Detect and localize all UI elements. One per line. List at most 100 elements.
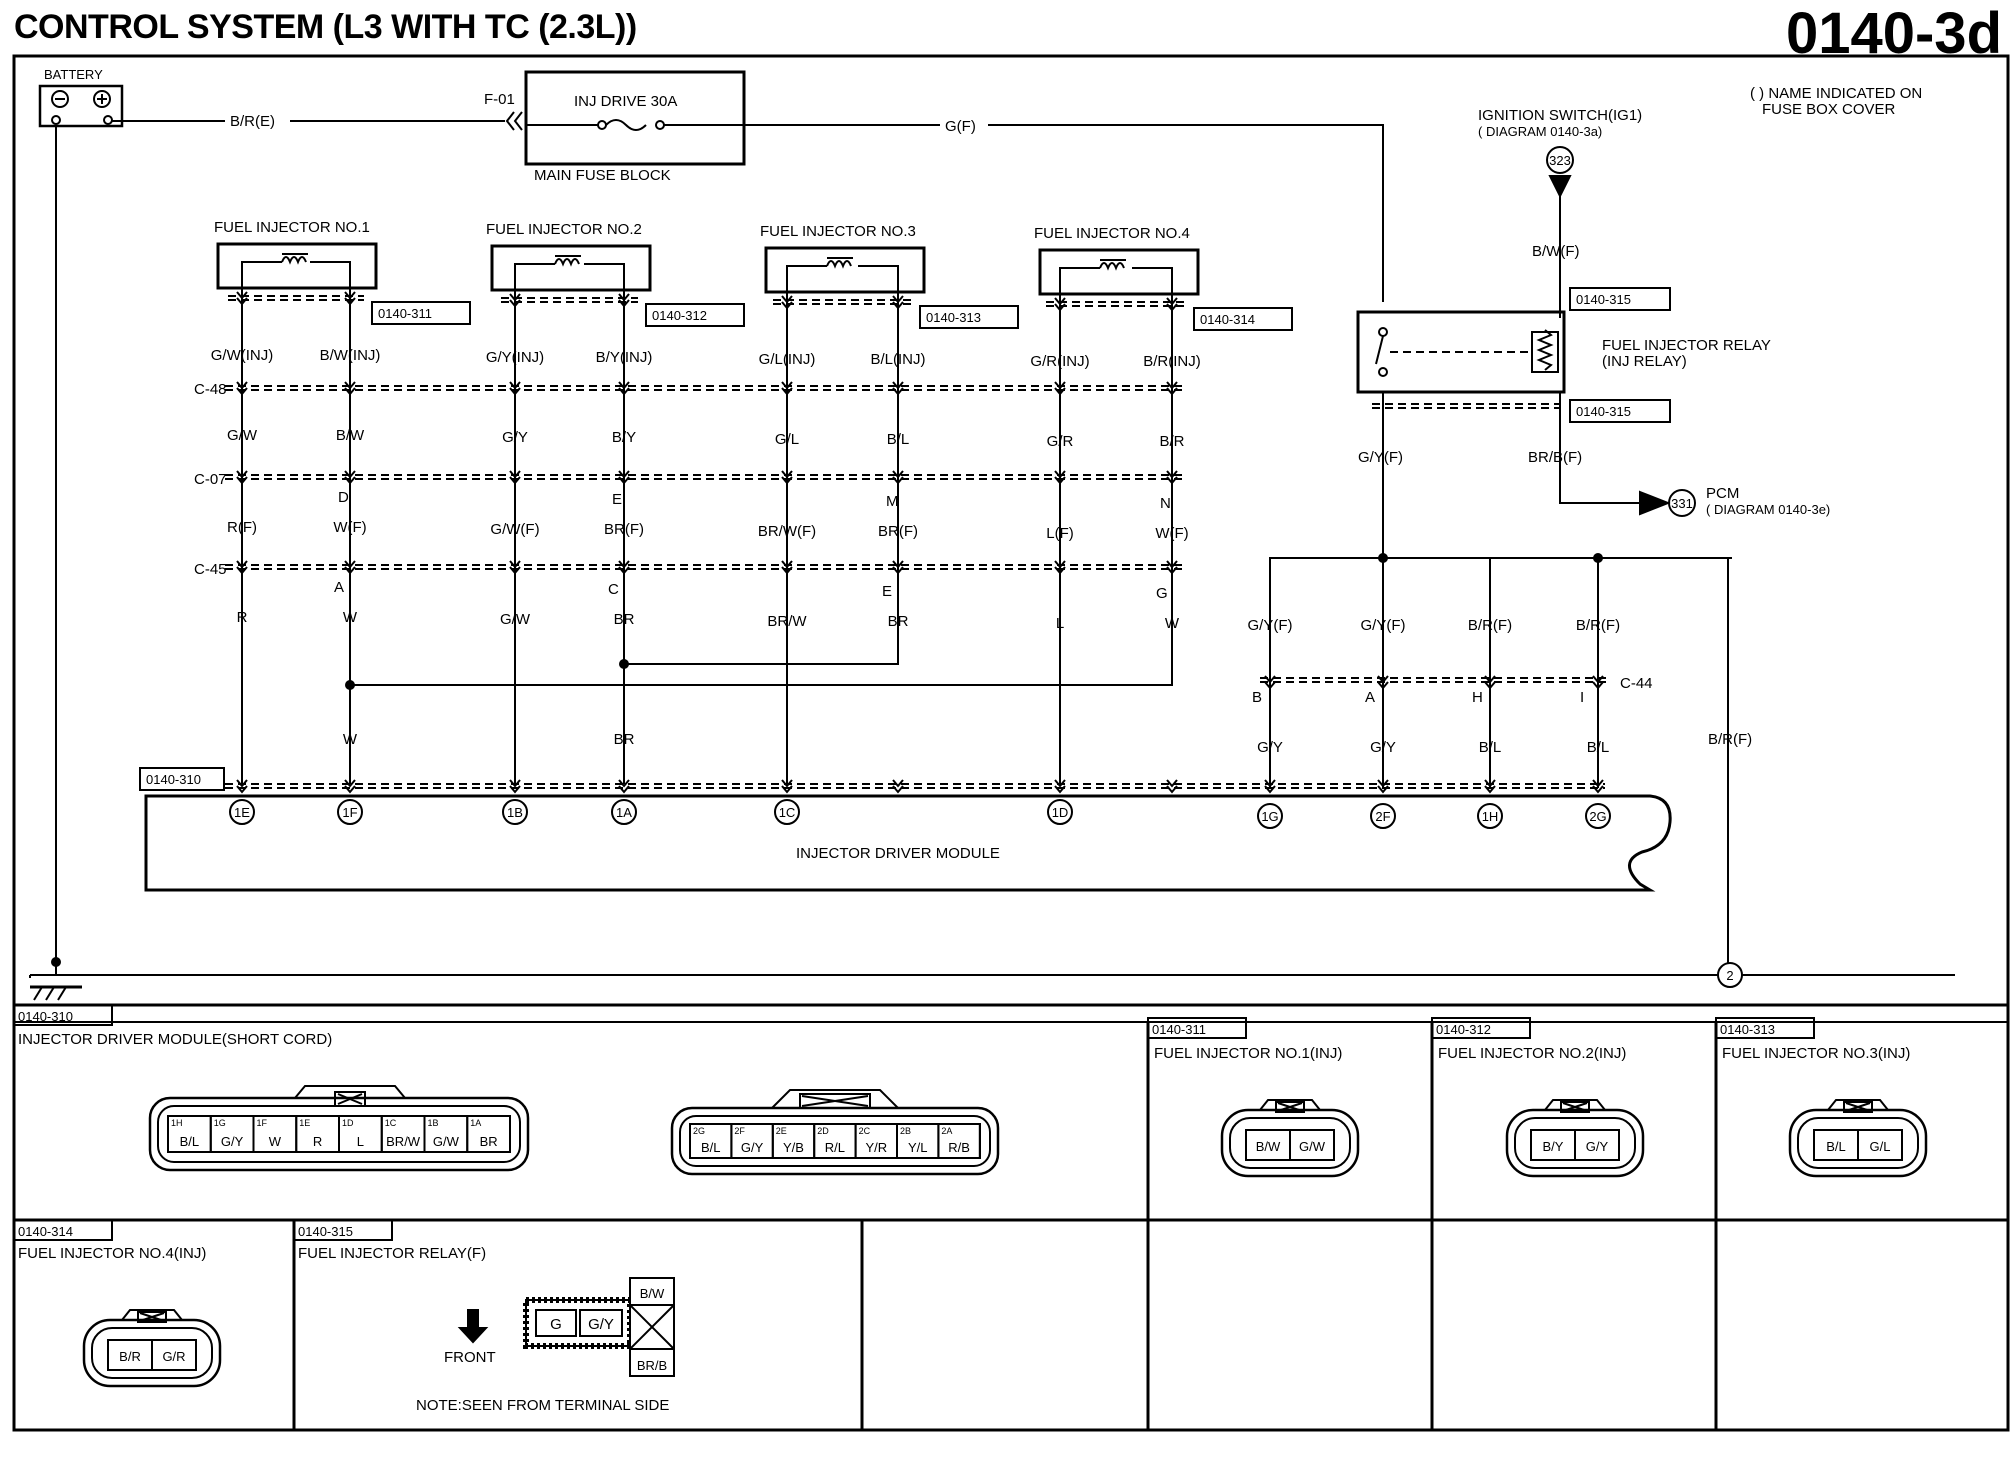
conn-c48-label: C-48 bbox=[194, 381, 227, 398]
conn-0140-315-top bbox=[1569, 287, 1671, 311]
pin-label: I bbox=[1580, 689, 1584, 706]
inj-conn-tag bbox=[371, 301, 471, 325]
v315-code: 0140-315 bbox=[298, 1224, 353, 1239]
wire-label: G/Y(F) bbox=[1248, 617, 1293, 634]
pcm-name: PCM bbox=[1706, 485, 1739, 502]
fuse-block-label: MAIN FUSE BLOCK bbox=[534, 167, 671, 184]
pin-label: D bbox=[338, 489, 349, 506]
wire-label: B/L bbox=[1479, 739, 1502, 756]
wire-label: BR bbox=[888, 613, 909, 630]
fuse-box bbox=[524, 70, 746, 166]
injector-driver-module bbox=[144, 794, 1672, 892]
wire-label: G/Y bbox=[1257, 739, 1283, 756]
injector-conn-code: 0140-311 bbox=[378, 306, 432, 321]
relay-out-right: BR/B(F) bbox=[1528, 449, 1582, 466]
pin-wire: G/R bbox=[162, 1349, 185, 1364]
pin-number: 1E bbox=[299, 1118, 310, 1128]
v315-pin-g: G bbox=[550, 1316, 562, 1333]
battery-wire-label: B/R(E) bbox=[230, 113, 275, 130]
pin-wire: G/Y bbox=[741, 1140, 764, 1155]
wire-label: L bbox=[1056, 615, 1064, 632]
ignition-ref-circle bbox=[1546, 146, 1574, 174]
supply-4: B/R(F)IB/L2G bbox=[1576, 617, 1620, 829]
v311-code: 0140-311 bbox=[1152, 1022, 1206, 1037]
v311-title: FUEL INJECTOR NO.1(INJ) bbox=[1154, 1045, 1342, 1062]
pin-wire: BR bbox=[480, 1134, 498, 1149]
wire-label: B/R(INJ) bbox=[1143, 353, 1201, 370]
terminal-label: 1E bbox=[234, 805, 250, 820]
pin-wire: G/L bbox=[1870, 1139, 1891, 1154]
pin-wire: Y/R bbox=[865, 1140, 887, 1155]
terminal-label: 1D bbox=[1052, 805, 1069, 820]
wire-label: G/W(F) bbox=[490, 521, 539, 538]
injector-conn-code: 0140-314 bbox=[1200, 312, 1255, 327]
wire-label: BR bbox=[614, 731, 635, 748]
terminal-label: 1C bbox=[779, 805, 796, 820]
pin-number: 1B bbox=[428, 1118, 439, 1128]
wire-label: B/W(INJ) bbox=[320, 347, 381, 364]
terminal-circle bbox=[337, 799, 363, 825]
fuse-id: F-01 bbox=[484, 91, 515, 108]
pin-number: 1C bbox=[385, 1118, 397, 1128]
pin-wire: B/Y bbox=[1543, 1139, 1564, 1154]
pin-wire: B/R bbox=[119, 1349, 141, 1364]
terminal-label: 1G bbox=[1261, 809, 1278, 824]
wire-label: B/L bbox=[887, 431, 910, 448]
wire-label: G/W bbox=[227, 427, 258, 444]
pin-number: 2A bbox=[941, 1126, 952, 1136]
pin-wire: G/Y bbox=[221, 1134, 244, 1149]
injector-name: FUEL INJECTOR NO.1 bbox=[214, 219, 370, 236]
wire-label: BR(F) bbox=[604, 521, 644, 538]
injector-1: FUEL INJECTOR NO.10140-311G/W(INJ)G/WR(F… bbox=[211, 219, 471, 825]
wire-label: B/R bbox=[1159, 433, 1184, 450]
ignition-ref: ( DIAGRAM 0140-3a) bbox=[1478, 124, 1602, 139]
ignition-wire-label: B/W(F) bbox=[1532, 243, 1579, 260]
terminal-circle bbox=[1585, 803, 1611, 829]
terminal-circle bbox=[774, 799, 800, 825]
wire-label: B/Y(INJ) bbox=[596, 349, 653, 366]
v310-title: INJECTOR DRIVER MODULE(SHORT CORD) bbox=[18, 1031, 332, 1048]
v312-code: 0140-312 bbox=[1436, 1022, 1491, 1037]
wire-label: G/Y bbox=[1370, 739, 1396, 756]
v313-title: FUEL INJECTOR NO.3(INJ) bbox=[1722, 1045, 1910, 1062]
relay-connector: G G/Y B/W BR/B bbox=[523, 1277, 675, 1377]
conn-c07-label: C-07 bbox=[194, 471, 227, 488]
relay-conn-top: 0140-315 bbox=[1576, 292, 1631, 307]
wire-label: W(F) bbox=[1155, 525, 1188, 542]
v312-title: FUEL INJECTOR NO.2(INJ) bbox=[1438, 1045, 1626, 1062]
wire-label: W(F) bbox=[333, 519, 366, 536]
conn-c48-line bbox=[225, 385, 1185, 391]
pin-number: 2G bbox=[693, 1126, 705, 1136]
ground-symbol-icon bbox=[30, 985, 82, 1001]
pin-wire: B/L bbox=[180, 1134, 200, 1149]
relay-conn-bot: 0140-315 bbox=[1576, 404, 1631, 419]
injector-conn-code: 0140-312 bbox=[652, 308, 707, 323]
wire-label: G/W bbox=[500, 611, 531, 628]
wire-label: W bbox=[343, 731, 358, 748]
ignition-name: IGNITION SWITCH(IG1) bbox=[1478, 107, 1642, 124]
pin-label: H bbox=[1472, 689, 1483, 706]
pin-wire: B/L bbox=[1826, 1139, 1846, 1154]
wire-label: G/R bbox=[1047, 433, 1074, 450]
pin-number: 1A bbox=[470, 1118, 481, 1128]
v314-code: 0140-314 bbox=[18, 1224, 73, 1239]
v315-title: FUEL INJECTOR RELAY(F) bbox=[298, 1245, 486, 1262]
wire-label: G/Y(INJ) bbox=[486, 349, 544, 366]
pin-number: 1G bbox=[214, 1118, 226, 1128]
terminal-label: 1B bbox=[507, 805, 523, 820]
wire-label: W bbox=[343, 609, 358, 626]
pin-number: 2E bbox=[776, 1126, 787, 1136]
inj-conn-tag bbox=[645, 303, 745, 327]
v315-pin-gy: G/Y bbox=[588, 1316, 614, 1333]
relay-box bbox=[1356, 310, 1566, 394]
pin-wire: W bbox=[269, 1134, 282, 1149]
terminal-label: 2G bbox=[1589, 809, 1606, 824]
pin-number: 1D bbox=[342, 1118, 354, 1128]
conn-c07-line bbox=[225, 474, 1185, 480]
wire-label: BR/W bbox=[767, 613, 807, 630]
injector-4: FUEL INJECTOR NO.40140-314G/R(INJ)G/RL(F… bbox=[1030, 225, 1293, 825]
pin-number: 2B bbox=[900, 1126, 911, 1136]
pcm-ref-circle bbox=[1668, 489, 1696, 517]
